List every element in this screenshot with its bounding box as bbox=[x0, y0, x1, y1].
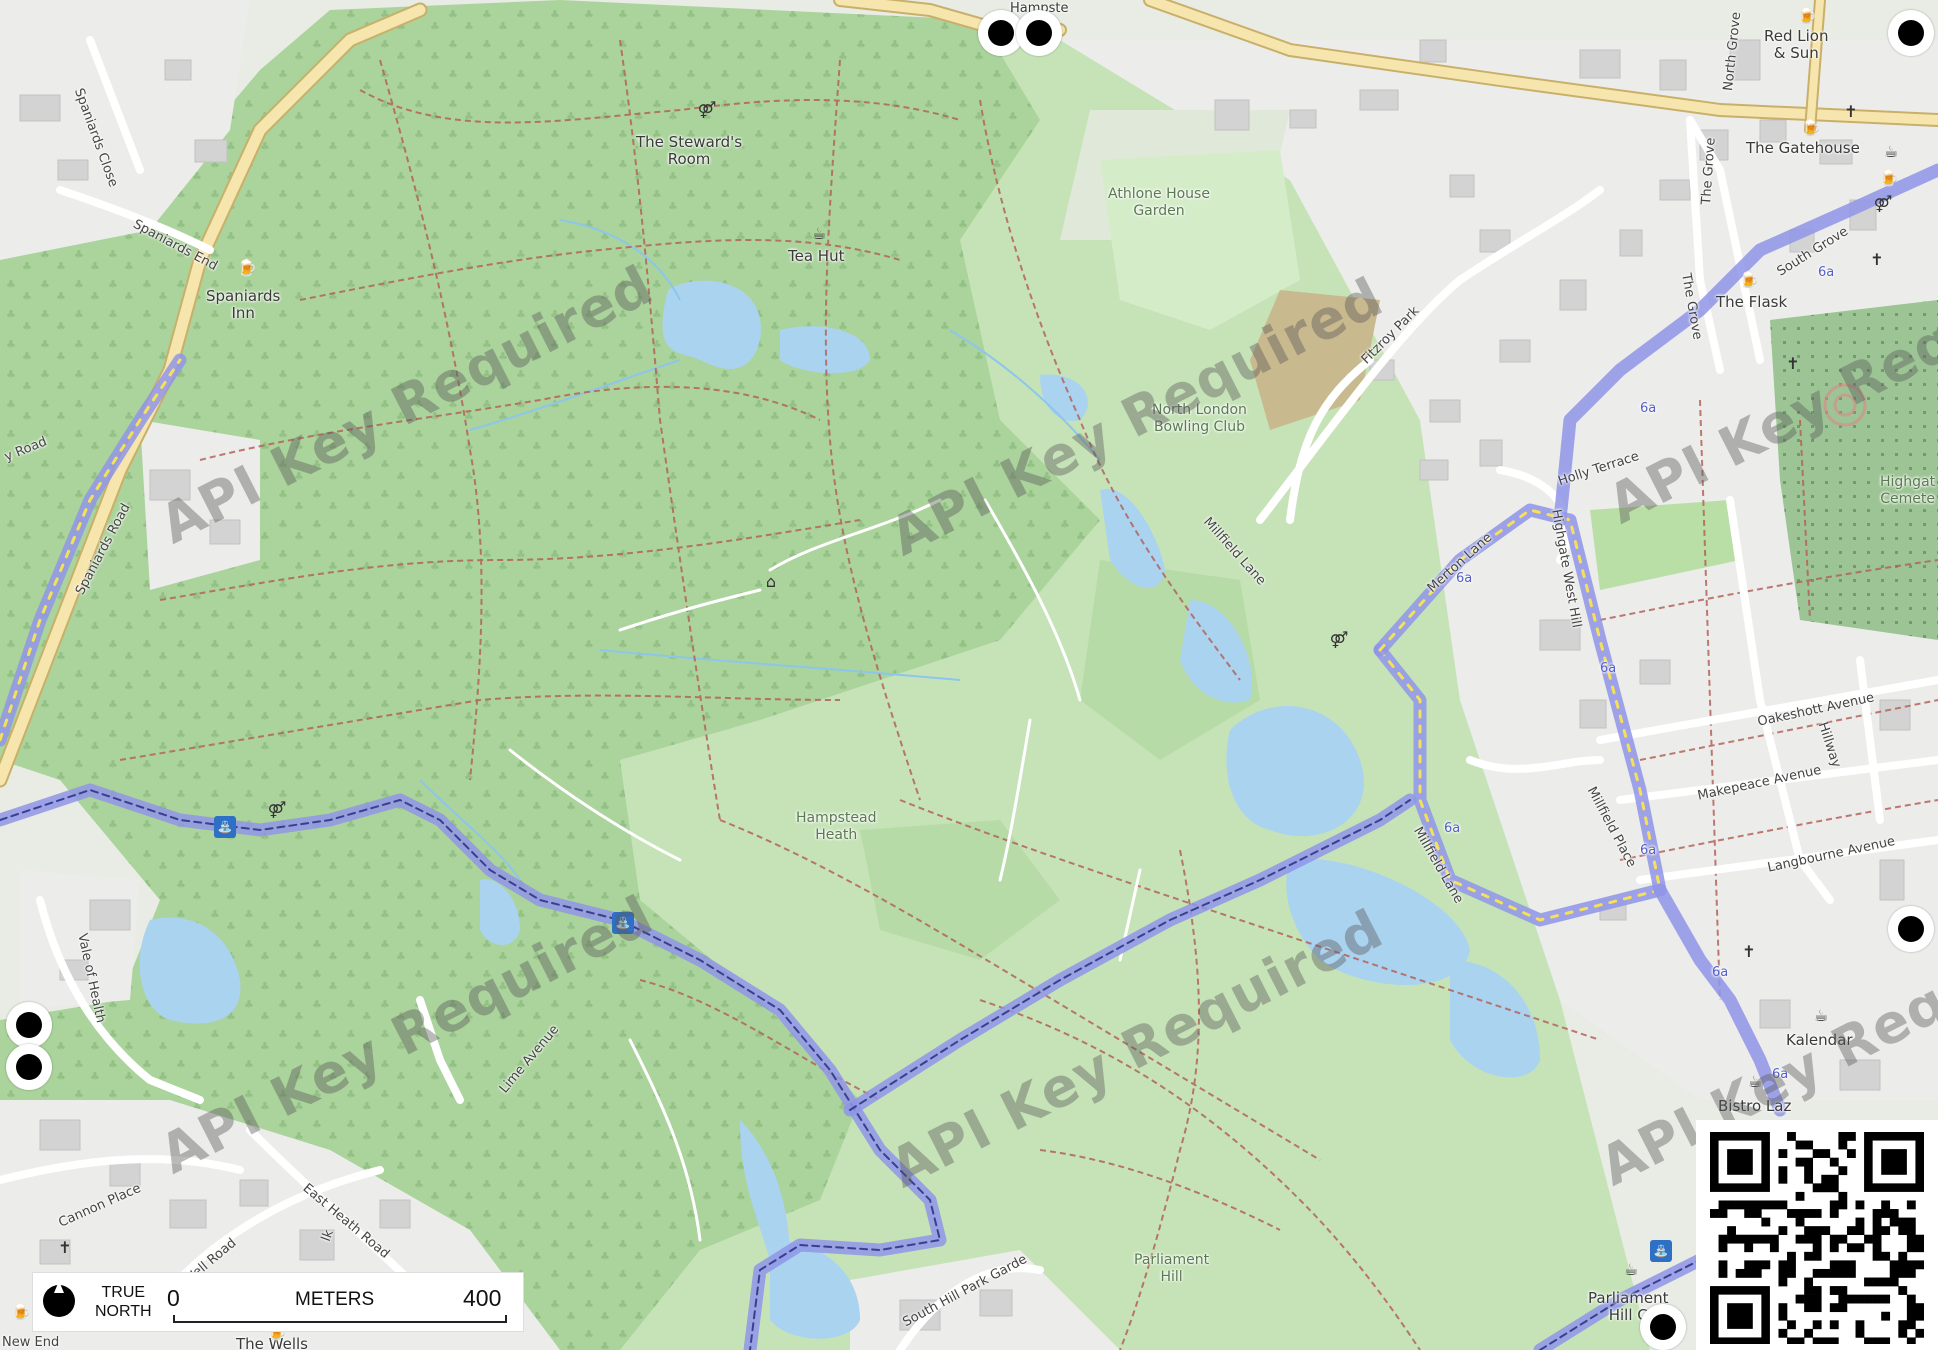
map-marker[interactable] bbox=[1640, 1304, 1686, 1350]
pub-icon[interactable]: 🍺 bbox=[1879, 167, 1899, 187]
label-athlone-house-garden: Athlone House Garden bbox=[1108, 186, 1210, 219]
shelter-icon[interactable]: ⌂ bbox=[765, 571, 777, 591]
route-ref-label: 6a bbox=[1712, 965, 1729, 980]
scale-unit-label: METERS bbox=[295, 1289, 375, 1310]
route-ref-label: 6a bbox=[1444, 821, 1461, 836]
cafe-icon[interactable]: ☕ bbox=[811, 223, 827, 243]
drinking-water-icon[interactable]: ⛲ bbox=[1650, 1240, 1672, 1262]
route-ref-label: 6a bbox=[1772, 1067, 1789, 1082]
qr-code[interactable] bbox=[1696, 1120, 1938, 1350]
scale-bar: TRUE NORTH 0 METERS 400 bbox=[32, 1272, 524, 1332]
qr-code-image bbox=[1710, 1132, 1924, 1344]
route-ref-label: 6a bbox=[1640, 843, 1657, 858]
label-highgate-cemetery: Highgat Cemete bbox=[1880, 474, 1936, 507]
cafe-icon[interactable]: ☕ bbox=[1813, 1005, 1829, 1025]
map-marker[interactable] bbox=[6, 1002, 52, 1048]
pub-icon[interactable]: 🍺 bbox=[11, 1301, 31, 1321]
toilets-icon[interactable]: ⚤ bbox=[267, 799, 287, 819]
church-icon[interactable]: ✝ bbox=[58, 1237, 72, 1257]
cafe-icon[interactable]: ☕ bbox=[1883, 141, 1899, 161]
label-bistro-laz: Bistro Laz bbox=[1718, 1097, 1792, 1115]
route-ref-label: 6a bbox=[1640, 401, 1657, 416]
route-ref-label: 6a bbox=[1456, 571, 1473, 586]
toilets-icon[interactable]: ⚤ bbox=[697, 99, 717, 119]
map-marker[interactable] bbox=[6, 1044, 52, 1090]
pub-icon[interactable]: 🍺 bbox=[1739, 269, 1759, 289]
north-arrow-icon bbox=[43, 1281, 75, 1317]
church-icon[interactable]: ✝ bbox=[1786, 353, 1800, 373]
pub-icon[interactable]: 🍺 bbox=[1801, 117, 1821, 137]
label-kalendar: Kalendar bbox=[1786, 1031, 1853, 1049]
label-parliament-hill: Parliament Hill bbox=[1134, 1252, 1210, 1285]
scale-max-label: 400 bbox=[463, 1285, 502, 1311]
label-spaniards-inn: Spaniards Inn bbox=[206, 287, 281, 322]
label-the-wells: The Wells bbox=[236, 1335, 308, 1350]
pub-icon[interactable]: 🍺 bbox=[1797, 5, 1817, 25]
true-north-label: TRUE NORTH bbox=[95, 1284, 152, 1320]
toilets-icon[interactable]: ⚤ bbox=[1329, 629, 1349, 649]
route-ref-label: 6a bbox=[1818, 265, 1835, 280]
label-the-gatehouse: The Gatehouse bbox=[1746, 139, 1860, 157]
church-icon[interactable]: ✝ bbox=[1844, 101, 1858, 121]
drinking-water-icon[interactable]: ⛲ bbox=[214, 816, 236, 838]
label-red-lion-sun: Red Lion & Sun bbox=[1764, 27, 1829, 62]
street-new-end: New End bbox=[2, 1335, 60, 1350]
label-the-flask: The Flask bbox=[1716, 293, 1788, 311]
toilets-icon[interactable]: ⚤ bbox=[1873, 193, 1893, 213]
map-marker[interactable] bbox=[1888, 906, 1934, 952]
label-bowling-club: North London Bowling Club bbox=[1152, 402, 1247, 435]
cafe-icon[interactable]: ☕ bbox=[1747, 1071, 1763, 1091]
scale-zero-label: 0 bbox=[167, 1285, 180, 1311]
label-tea-hut: Tea Hut bbox=[788, 247, 845, 265]
church-icon[interactable]: ✝ bbox=[1742, 941, 1756, 961]
route-ref-label: 6a bbox=[1600, 661, 1617, 676]
scale-bar-line bbox=[173, 1315, 507, 1323]
drinking-water-icon[interactable]: ⛲ bbox=[612, 912, 634, 934]
label-hampstead-heath: Hampstead Heath bbox=[796, 810, 877, 843]
map-marker[interactable] bbox=[1016, 10, 1062, 56]
label-hampstead-top: Hampste bbox=[1010, 1, 1069, 16]
cafe-icon[interactable]: ☕ bbox=[1623, 1259, 1639, 1279]
label-stewards-room: The Steward's Room bbox=[636, 133, 743, 168]
pub-icon[interactable]: 🍺 bbox=[237, 257, 257, 277]
church-icon[interactable]: ✝ bbox=[1870, 249, 1884, 269]
map-marker[interactable] bbox=[1888, 10, 1934, 56]
